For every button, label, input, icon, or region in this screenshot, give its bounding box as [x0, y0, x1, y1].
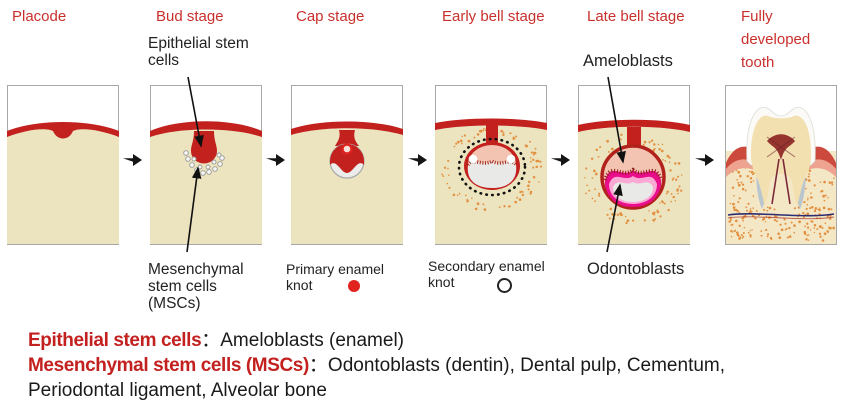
mesenchymal-stem-cells-label: Mesenchymal stem cells (MSCs) [148, 261, 244, 312]
epithelium-band [578, 119, 690, 132]
epithelial-stalk [486, 125, 498, 147]
stage-title-bud: Bud stage [156, 8, 224, 25]
late-bell-illustration [578, 85, 690, 245]
legend-line: knot [428, 273, 455, 290]
epithelium-band [150, 121, 262, 137]
early-bell-illustration [435, 85, 547, 245]
label-line: cells [148, 52, 180, 69]
blood-vessel-blue [727, 213, 835, 217]
epithelial-stalk [335, 130, 359, 146]
root-canal-left [771, 158, 780, 205]
enamel-organ-cap [330, 144, 364, 173]
odontoblasts-label: Odontoblasts [587, 260, 685, 278]
panel-fully-developed-tooth [725, 85, 837, 245]
secondary-enamel-knot-icon [497, 278, 512, 293]
flow-arrow [266, 154, 285, 166]
bone-speckles-bottom [730, 206, 832, 242]
summary-line-epithelial: Epithelial stem cells：Ameloblasts (ename… [28, 328, 838, 353]
stage-title-early-bell: Early bell stage [442, 8, 545, 25]
summary-colon: ： [308, 355, 328, 376]
stage-title-late-bell: Late bell stage [587, 8, 685, 25]
flow-arrow [551, 154, 570, 166]
summary-line-continued: Periodontal ligament, Alveolar bone [28, 378, 838, 403]
cap-stage-illustration [291, 85, 403, 245]
summary-desc: Odontoblasts (dentin), Dental pulp, Ceme… [327, 355, 726, 376]
secondary-enamel-knot-legend: Secondary enamel knot [428, 258, 545, 290]
stage-title-line: developed [741, 31, 811, 48]
summary-term: Mesenchymal stem cells (MSCs) [28, 355, 309, 376]
legend-line: knot [286, 276, 313, 293]
secondary-enamel-knot-right [506, 154, 516, 164]
placode-illustration [7, 85, 119, 245]
bud-stage-illustration [150, 85, 262, 245]
label-line: stem cells [148, 278, 217, 295]
panel-bud-stage [150, 85, 262, 245]
summary-desc: Periodontal ligament, Alveolar bone [28, 380, 327, 401]
follicle-speckles [441, 127, 543, 211]
epithelium-band [7, 122, 119, 139]
epithelial-stem-cells-label: Epithelial stem cells [148, 35, 249, 69]
panel-late-bell-stage [578, 85, 690, 245]
flow-arrow [695, 154, 714, 166]
blood-vessel-red [727, 216, 835, 220]
primary-enamel-knot [341, 143, 353, 155]
dentin [750, 115, 812, 207]
summary-line-mesenchymal: Mesenchymal stem cells (MSCs)：Odontoblas… [28, 353, 838, 378]
summary-term: Epithelial stem cells [28, 330, 202, 351]
epithelium-band [291, 121, 403, 135]
summary-desc: Ameloblasts (enamel) [220, 330, 404, 351]
stage-title-placode: Placode [12, 8, 67, 25]
summary-text: Epithelial stem cells：Ameloblasts (ename… [28, 328, 838, 403]
flow-arrow [123, 154, 142, 166]
secondary-enamel-knot-left [468, 154, 478, 164]
stage-title-line: tooth [741, 54, 775, 71]
root-canal-right [782, 158, 791, 205]
fully-developed-tooth-illustration [725, 85, 837, 245]
label-line: Mesenchymal [148, 261, 244, 278]
mesenchyme-region [291, 128, 403, 244]
stage-title-fully-developed: Fully developed tooth [741, 5, 810, 74]
mesenchyme-region [150, 129, 262, 244]
summary-colon: ： [201, 330, 221, 351]
dental-pulp [613, 182, 653, 202]
dental-papilla [467, 161, 517, 188]
epithelial-stalk [627, 127, 641, 148]
stage-title-line: Fully [741, 8, 773, 25]
dental-follicle-dotted-outline [457, 137, 527, 197]
flow-arrow [408, 154, 427, 166]
panel-cap-stage [291, 85, 403, 245]
primary-enamel-knot-legend: Primary enamel knot [286, 261, 385, 293]
mesenchyme-region [7, 129, 119, 244]
stage-title-cap: Cap stage [296, 8, 365, 25]
epithelium-band [435, 118, 547, 130]
legend-line: Secondary enamel [428, 258, 545, 274]
ameloblasts-label: Ameloblasts [583, 52, 673, 70]
panel-placode [7, 85, 119, 245]
panel-early-bell-stage [435, 85, 547, 245]
pulp-horns [766, 136, 796, 158]
label-line: (MSCs) [148, 295, 201, 312]
legend-line: Primary enamel [286, 261, 385, 277]
label-line: Epithelial stem [148, 35, 249, 52]
primary-enamel-knot-icon [348, 280, 360, 292]
